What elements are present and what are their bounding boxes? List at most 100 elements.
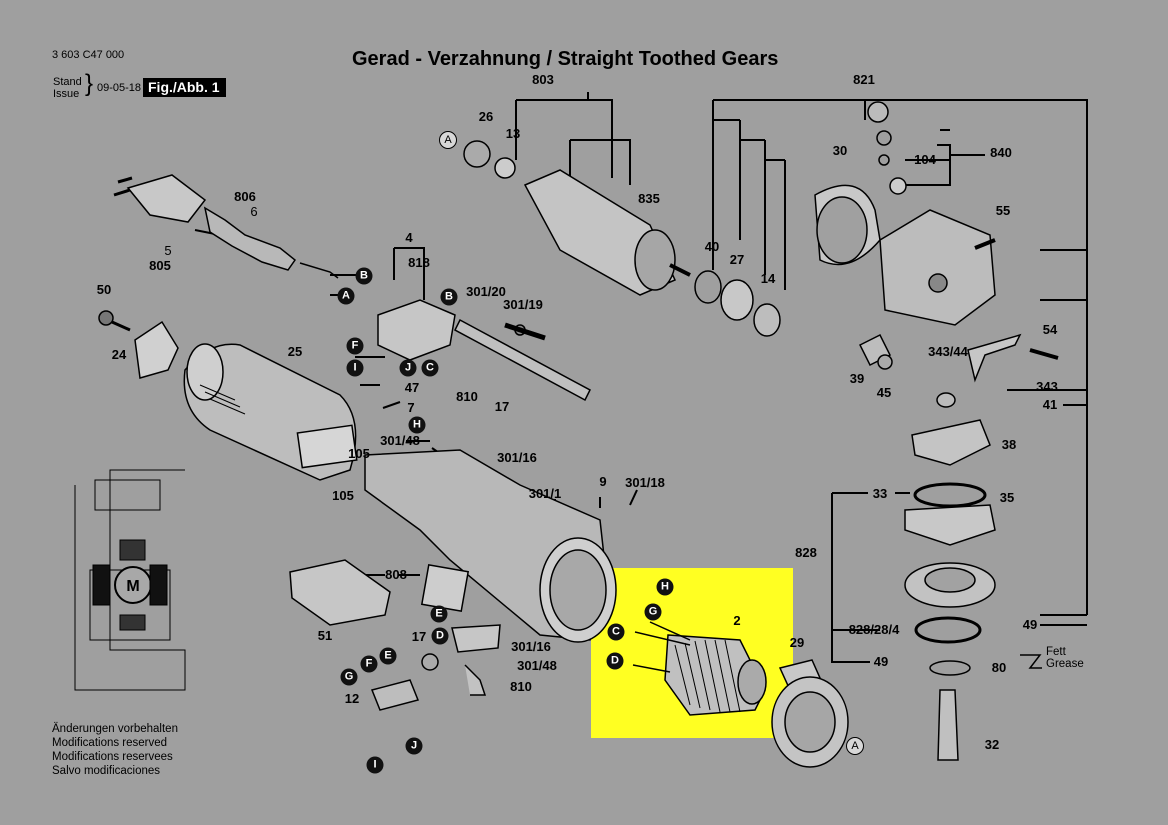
- switch-block-drawing: [289, 559, 501, 711]
- part-number[interactable]: 45: [876, 385, 892, 400]
- field-coil-drawing: [632, 621, 767, 716]
- connector-marker[interactable]: G: [644, 603, 662, 621]
- part-number[interactable]: 13: [505, 126, 521, 141]
- gear-housing-drawing: [296, 424, 617, 643]
- part-number[interactable]: 828: [795, 545, 817, 560]
- part-number[interactable]: 17: [494, 399, 510, 414]
- connector-marker[interactable]: A: [846, 737, 864, 755]
- part-number[interactable]: 35: [999, 490, 1015, 505]
- page-title: Gerad - Verzahnung / Straight Toothed Ge…: [352, 48, 779, 70]
- armature-drawing: [463, 140, 691, 296]
- part-number[interactable]: 38: [1001, 437, 1017, 452]
- part-number[interactable]: 30: [832, 143, 848, 158]
- stand-label: Stand: [53, 76, 82, 88]
- part-number[interactable]: 805: [149, 258, 171, 273]
- part-number[interactable]: 26: [478, 109, 494, 124]
- part-number[interactable]: 301/16: [511, 639, 551, 654]
- part-number[interactable]: 810: [510, 679, 532, 694]
- part-number[interactable]: 5: [164, 243, 172, 258]
- part-number[interactable]: 343/44: [928, 344, 968, 359]
- grease-label-de: Fett: [1046, 646, 1066, 658]
- wiring-schematic: [74, 469, 186, 691]
- connector-marker[interactable]: J: [399, 359, 417, 377]
- part-number[interactable]: 39: [849, 371, 865, 386]
- bearings-drawing: [694, 270, 781, 337]
- spindle-parts-drawing: [858, 333, 1059, 761]
- part-number[interactable]: 808: [385, 567, 407, 582]
- part-number[interactable]: 343: [1036, 379, 1058, 394]
- connector-marker[interactable]: C: [607, 623, 625, 641]
- part-number[interactable]: 821: [853, 72, 875, 87]
- connector-marker[interactable]: J: [405, 737, 423, 755]
- part-number[interactable]: 50: [96, 282, 112, 297]
- connector-marker[interactable]: B: [355, 267, 373, 285]
- part-number[interactable]: 29: [789, 635, 805, 650]
- part-number[interactable]: 12: [344, 691, 360, 706]
- part-number[interactable]: 51: [317, 628, 333, 643]
- brace-symbol: }: [85, 70, 94, 97]
- connector-marker[interactable]: F: [346, 337, 364, 355]
- connector-marker[interactable]: D: [431, 627, 449, 645]
- part-number[interactable]: 810: [456, 389, 478, 404]
- connector-marker[interactable]: E: [430, 605, 448, 623]
- part-number[interactable]: 828/28/4: [848, 622, 900, 637]
- note-de: Änderungen vorbehalten: [52, 723, 178, 735]
- part-number[interactable]: 55: [995, 203, 1011, 218]
- part-number[interactable]: 840: [990, 145, 1012, 160]
- grease-symbol: [1020, 654, 1042, 669]
- part-number[interactable]: 32: [984, 737, 1000, 752]
- part-number[interactable]: 33: [872, 486, 888, 501]
- issue-date: 09-05-18: [97, 82, 142, 94]
- part-number[interactable]: 4: [405, 230, 413, 245]
- part-number[interactable]: 301/16: [497, 450, 537, 465]
- part-number[interactable]: 301/1: [528, 486, 562, 501]
- part-number[interactable]: 47: [404, 380, 420, 395]
- part-number[interactable]: 2: [733, 613, 741, 628]
- connector-marker[interactable]: C: [421, 359, 439, 377]
- part-number[interactable]: 105: [332, 488, 354, 503]
- baffle-drawing: [814, 184, 881, 266]
- document-number: 3 603 C47 000: [52, 49, 125, 61]
- connector-marker[interactable]: F: [360, 655, 378, 673]
- connector-marker[interactable]: I: [346, 359, 364, 377]
- connector-marker[interactable]: H: [408, 416, 426, 434]
- connector-marker[interactable]: E: [379, 647, 397, 665]
- part-number[interactable]: 104: [914, 152, 936, 167]
- part-number[interactable]: 14: [760, 271, 776, 286]
- connector-marker[interactable]: B: [440, 288, 458, 306]
- part-number[interactable]: 301/20: [466, 284, 506, 299]
- part-number[interactable]: 105: [348, 446, 370, 461]
- part-number[interactable]: 49: [1022, 617, 1038, 632]
- part-number[interactable]: 80: [991, 660, 1007, 675]
- part-number[interactable]: 818: [408, 255, 430, 270]
- connector-marker[interactable]: G: [340, 668, 358, 686]
- note-fr: Modifications reservees: [52, 751, 173, 763]
- part-number[interactable]: 301/48: [517, 658, 557, 673]
- part-number[interactable]: 301/18: [625, 475, 665, 490]
- gear-head-drawing: [867, 101, 996, 326]
- part-number[interactable]: 6: [250, 204, 258, 219]
- connector-marker[interactable]: I: [366, 756, 384, 774]
- motor-symbol-label: M: [126, 578, 139, 595]
- part-number[interactable]: 301/48: [380, 433, 420, 448]
- part-number[interactable]: 835: [638, 191, 660, 206]
- connector-marker[interactable]: H: [656, 578, 674, 596]
- part-number[interactable]: 9: [599, 474, 607, 489]
- part-number[interactable]: 41: [1042, 397, 1058, 412]
- connector-marker[interactable]: A: [337, 287, 355, 305]
- part-number[interactable]: 27: [729, 252, 745, 267]
- part-number[interactable]: 54: [1042, 322, 1058, 337]
- part-number[interactable]: 803: [532, 72, 554, 87]
- connector-marker[interactable]: D: [606, 652, 624, 670]
- connector-marker[interactable]: A: [439, 131, 457, 149]
- part-number[interactable]: 301/19: [503, 297, 543, 312]
- part-number[interactable]: 25: [287, 344, 303, 359]
- part-number[interactable]: 17: [411, 629, 427, 644]
- grease-legend: Fett Grease: [1046, 646, 1084, 670]
- part-number[interactable]: 24: [111, 347, 127, 362]
- part-number[interactable]: 7: [407, 400, 415, 415]
- grease-label-en: Grease: [1046, 658, 1084, 670]
- part-number[interactable]: 49: [873, 654, 889, 669]
- part-number[interactable]: 806: [234, 189, 256, 204]
- part-number[interactable]: 40: [704, 239, 720, 254]
